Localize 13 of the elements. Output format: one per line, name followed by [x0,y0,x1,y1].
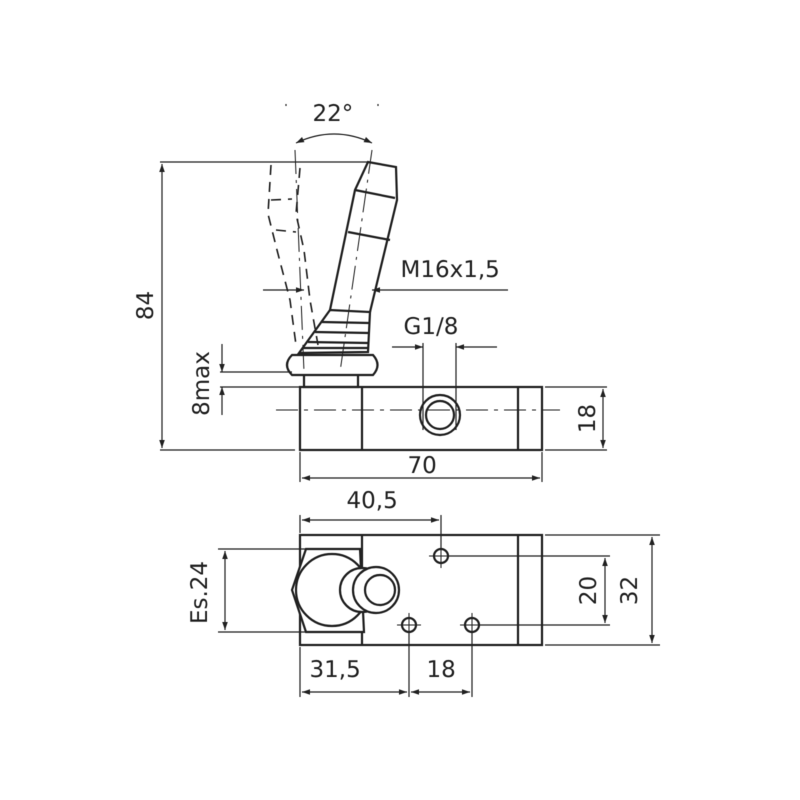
dimension-label: 18 [426,658,456,682]
dimension-label: 40,5 [346,490,398,512]
dimension-label: 70 [408,454,437,478]
dimension-label: G1/8 [404,316,458,338]
dimension-label: Es.24 [188,560,212,624]
dimension-label: 32 [618,575,642,605]
dimension-label: 22° [312,102,354,126]
dimension-label: 20 [578,575,601,605]
dimension-label: 18 [576,403,600,433]
dimension-label: M16x1,5 [400,258,500,282]
dimension-label: 31,5 [310,658,361,682]
dimension-label: 8max [190,350,214,416]
dimension-label: 84 [134,290,158,320]
